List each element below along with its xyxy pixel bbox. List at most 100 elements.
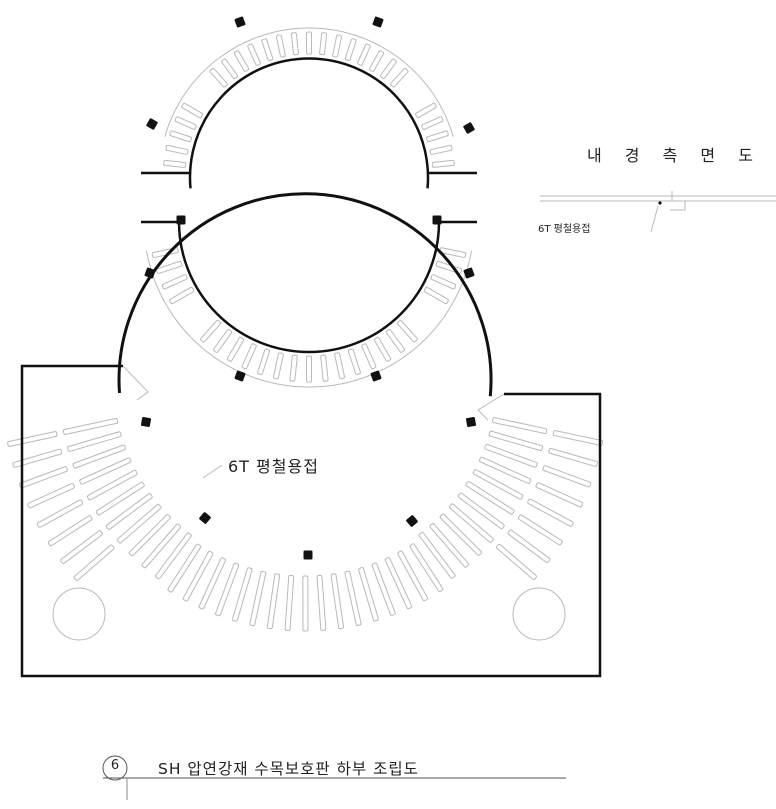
lower-ring-bolt [432, 215, 442, 225]
plate-weld-label: 6T 평철용접 [228, 457, 319, 476]
upper-ring-half [141, 16, 477, 189]
lower-ring-outer-edge [146, 250, 472, 388]
lower-ring-slot [430, 274, 457, 290]
lower-ring-slot [373, 336, 392, 362]
lower-ring-slot [241, 343, 257, 370]
plate-slot-inner [79, 457, 132, 485]
upper-ring-slot [431, 159, 455, 168]
lower-ring-slot [423, 286, 449, 305]
lower-ring-bolts [144, 215, 475, 382]
plate-slot-inner [167, 543, 202, 593]
plate-slot-inner [488, 430, 544, 452]
lower-ring-slots [151, 247, 467, 383]
main-plate [7, 192, 604, 678]
plate-slot-inner [198, 557, 226, 610]
plate-slot-inner [302, 575, 309, 632]
plate-weld-block [199, 512, 211, 524]
plate-slot-outer [12, 448, 63, 468]
side-elevation [540, 191, 776, 233]
plate-slot-outer [542, 465, 592, 488]
plate-corner-tab-left [122, 365, 149, 401]
upper-ring-slot [181, 102, 203, 119]
plate-slot-outer [517, 514, 563, 546]
lower-ring-slot [257, 348, 271, 376]
plate-slot-inner [155, 532, 192, 580]
lower-ring-bolt [144, 267, 156, 279]
plate-slot-outer [535, 482, 584, 508]
plate-corner-tab-right [477, 393, 505, 421]
plate-weld-block [406, 515, 418, 527]
plate-slot-inner [86, 469, 138, 501]
side-weld-leader [650, 205, 659, 233]
plate-slot-outer [496, 543, 537, 580]
upper-ring-slot [357, 43, 371, 66]
plate-slot-inner [344, 570, 362, 626]
side-weld-dot [658, 201, 662, 205]
upper-ring-bolt [234, 16, 246, 28]
plate-slot-outer [19, 466, 68, 489]
upper-ring-inner-edge [188, 57, 430, 189]
plate-slot-inner [371, 562, 396, 616]
plate-hole-left [52, 587, 106, 641]
upper-ring-outer-edge [164, 27, 454, 137]
plate-slot-inner [266, 573, 281, 630]
plate-weld-blocks [140, 416, 477, 560]
upper-ring-slot [415, 102, 437, 119]
upper-ring-slot [421, 116, 444, 130]
plate-slot-inner [465, 481, 515, 515]
lower-ring-bolt [234, 370, 246, 382]
plate-slot-outer [47, 515, 93, 547]
upper-ring-slot [209, 67, 228, 88]
plate-slot-outer [548, 447, 598, 467]
upper-ring-slot [221, 58, 238, 80]
lower-ring-inner-edge [177, 221, 441, 354]
lower-ring-slot [161, 274, 188, 290]
plate-slot-inner [449, 503, 494, 543]
plate-slot-inner [439, 513, 482, 556]
plate-slot-inner [249, 570, 267, 627]
plate-slot-inner [418, 531, 456, 579]
plate-slot-inner [95, 481, 145, 516]
upper-ring-slot [319, 32, 328, 56]
plate-slot-inner [409, 543, 444, 593]
plate-slot-inner [284, 574, 295, 632]
plate-slot-outer [60, 530, 104, 564]
plate-slot-inner [62, 417, 119, 435]
upper-ring-slot [275, 34, 286, 58]
lower-ring-slot [347, 348, 361, 376]
plate-slot-inner [182, 550, 214, 602]
plate-slot-inner [105, 493, 153, 530]
plate-slot-inner [484, 443, 538, 468]
upper-ring-slot [233, 50, 250, 72]
plate-slot-inner [128, 514, 171, 557]
caption-title: SH 압연강재 수목보호판 하부 조립도 [158, 760, 419, 778]
plate-slot-inner [478, 456, 532, 484]
lower-ring-slot [334, 352, 345, 380]
lower-ring-slot [361, 343, 377, 370]
lower-ring-slot [289, 354, 298, 382]
side-view-weld-label: 6T 평철용접 [538, 224, 591, 235]
upper-ring-slot [163, 159, 187, 168]
upper-ring-slot [174, 116, 197, 130]
caption-number-circle [102, 755, 128, 781]
lower-ring-half [141, 215, 477, 388]
upper-ring-slot [306, 31, 312, 55]
upper-ring-slot [429, 144, 453, 155]
plate-slot-inner [397, 550, 429, 602]
plate-slot-inner [232, 567, 253, 622]
upper-ring-slots [163, 31, 455, 168]
upper-ring-slot [380, 58, 397, 80]
upper-ring-slot [169, 130, 192, 143]
lower-ring-slot [306, 355, 312, 383]
lower-ring-bolt [176, 215, 186, 225]
plate-slot-inner [316, 574, 327, 631]
upper-ring-slot [290, 32, 299, 56]
lower-ring-slot [169, 286, 195, 305]
upper-ring-slot [261, 38, 274, 61]
upper-ring-bolt [146, 118, 158, 130]
plate-radial-slots [7, 417, 604, 632]
plate-slot-inner [72, 444, 127, 469]
plate-slot-inner [67, 431, 122, 452]
lower-ring-slot [385, 329, 405, 353]
plate-slot-inner [330, 573, 345, 630]
